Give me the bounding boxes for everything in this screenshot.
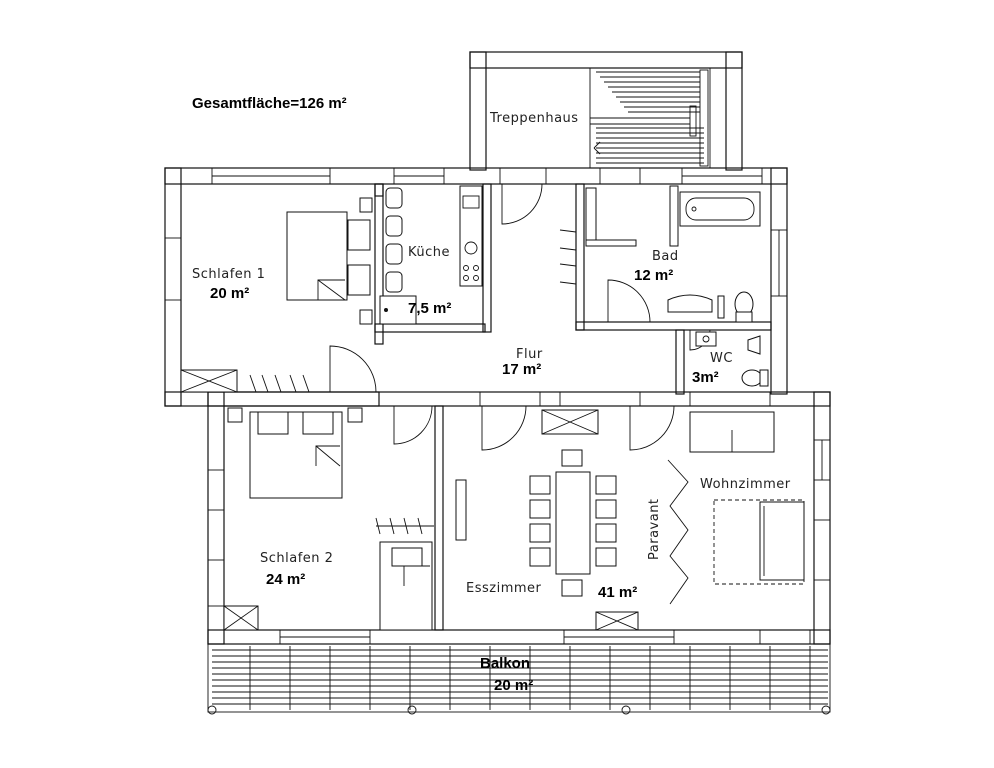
paravant-label: Paravant — [647, 498, 662, 560]
furniture — [180, 183, 805, 631]
dining-chair — [529, 523, 551, 543]
room-label-wc: WC — [710, 351, 733, 366]
staircase — [589, 67, 711, 169]
dining-chair — [595, 475, 617, 495]
dining-chair — [595, 547, 617, 567]
room-label-treppenhaus: Treppenhaus — [489, 111, 579, 126]
room-area-bad: 12 m² — [634, 267, 673, 284]
dining-chair — [529, 499, 551, 519]
room-area-esszimmer: 41 m² — [598, 584, 637, 601]
stair-landing — [699, 69, 709, 167]
room-label-schlafen2: Schlafen 2 — [260, 551, 333, 566]
dining-chair — [595, 499, 617, 519]
room-area-kueche: 7,5 m² — [408, 300, 451, 317]
dining-chair — [529, 475, 551, 495]
room-label-bad: Bad — [652, 249, 679, 264]
room-area-schlafen2: 24 m² — [266, 571, 305, 588]
room-label-balkon: Balkon — [480, 655, 530, 672]
total-area-title: Gesamtfläche=126 m² — [192, 95, 347, 112]
balcony — [207, 643, 831, 715]
room-area-schlafen1: 20 m² — [210, 285, 249, 302]
dining-chair — [529, 547, 551, 567]
room-label-flur: Flur — [516, 347, 543, 362]
room-area-balkon: 20 m² — [494, 677, 533, 694]
room-label-esszimmer: Esszimmer — [466, 581, 542, 596]
room-area-flur: 17 m² — [502, 361, 541, 378]
room-label-kueche: Küche — [408, 245, 450, 260]
room-label-wohnzimmer: Wohnzimmer — [700, 477, 791, 492]
room-area-wc: 3m² — [692, 369, 719, 386]
dining-chair — [595, 523, 617, 543]
room-label-schlafen1: Schlafen 1 — [192, 267, 265, 282]
windows — [164, 167, 831, 645]
